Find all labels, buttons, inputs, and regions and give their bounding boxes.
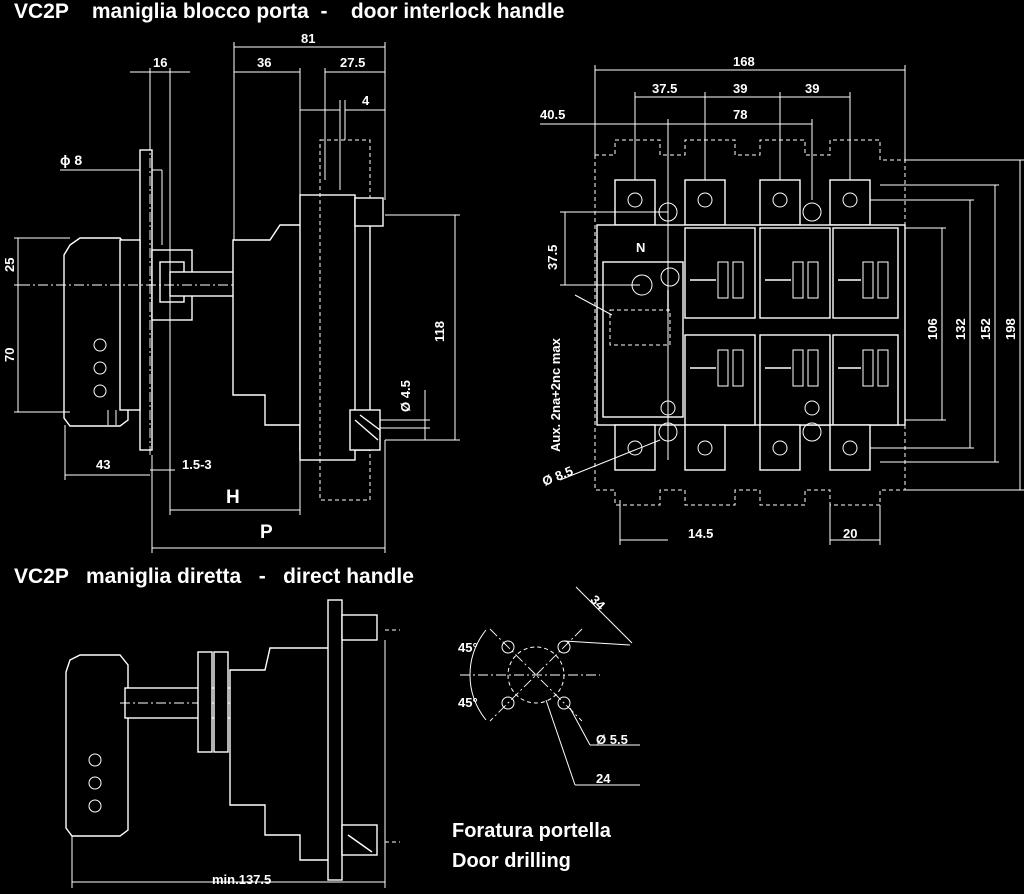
dim-20: 20 [843, 526, 858, 541]
dim-40-5: 40.5 [540, 107, 566, 122]
dim-36: 36 [257, 55, 272, 70]
dim-phi-4-5: Ø 4.5 [398, 380, 413, 412]
front-view [540, 65, 1024, 545]
dim-24: 24 [596, 771, 611, 786]
dim-min-137-5: min.137.5 [212, 872, 272, 887]
dim-25: 25 [2, 257, 17, 272]
door-drilling-title-it: Foratura portella [452, 820, 611, 842]
angle-45-bottom: 45° [458, 695, 478, 710]
angle-45-top: 45° [458, 640, 478, 655]
dim-152: 152 [978, 318, 993, 340]
dim-43: 43 [96, 457, 111, 472]
dim-81: 81 [301, 31, 316, 46]
dim-37-5: 37.5 [652, 81, 678, 96]
dim-27-5: 27.5 [340, 55, 366, 70]
dim-70: 70 [2, 347, 17, 362]
dim-phi-5-5: Ø 5.5 [596, 732, 628, 747]
neutral-label: N [636, 240, 646, 255]
dim-37-5-vertical: 37.5 [545, 244, 560, 270]
dim-16: 16 [153, 55, 168, 70]
side-view-direct [65, 599, 400, 888]
door-drilling-diagram [460, 586, 640, 786]
dim-39-left: 39 [733, 81, 748, 96]
dim-198: 198 [1003, 318, 1018, 340]
title-door-interlock: VC2P maniglia blocco porta - door interl… [14, 0, 565, 23]
dim-P: P [260, 522, 273, 543]
dim-1-5-3: 1.5-3 [182, 457, 212, 472]
dim-39-right: 39 [805, 81, 820, 96]
title-direct-handle: VC2P maniglia diretta - direct handle [14, 565, 414, 588]
dim-106: 106 [925, 318, 940, 340]
dim-H: H [226, 487, 240, 508]
dim-4: 4 [362, 93, 370, 108]
door-drilling-title-en: Door drilling [452, 850, 571, 872]
dim-118: 118 [432, 321, 447, 342]
dim-168: 168 [733, 54, 755, 69]
side-view-interlock [14, 42, 460, 553]
aux-contacts-label: Aux. 2na+2nc max [548, 338, 563, 452]
dim-14-5: 14.5 [688, 526, 714, 541]
dim-phi-8: ϕ 8 [60, 152, 83, 168]
dim-132: 132 [953, 318, 968, 340]
dim-78: 78 [733, 107, 748, 122]
